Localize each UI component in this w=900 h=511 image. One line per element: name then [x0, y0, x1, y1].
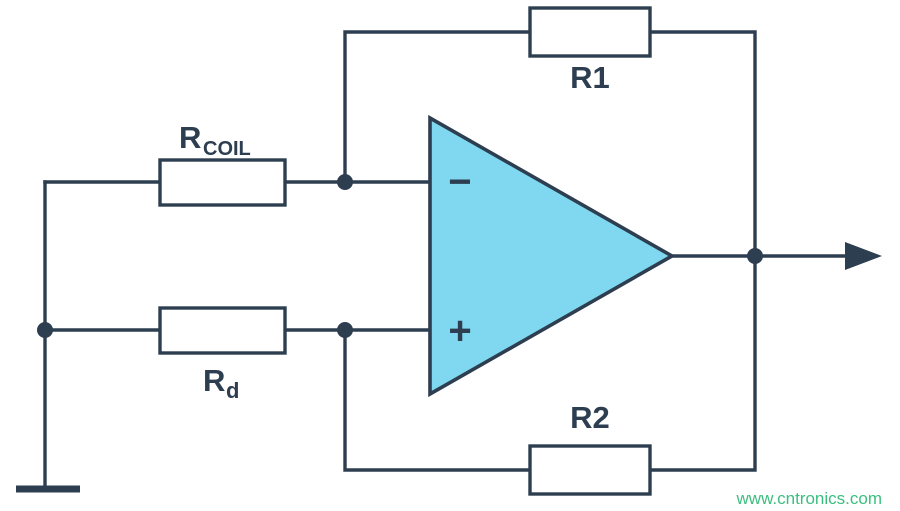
- resistor-rcoil-body: [158, 158, 287, 207]
- plus-symbol: +: [448, 309, 471, 353]
- label-rd-sub: d: [226, 378, 239, 403]
- wire-feedback-bottom-right: [648, 254, 757, 472]
- minus-symbol: −: [448, 160, 471, 204]
- label-rcoil-sub: COIL: [203, 138, 251, 160]
- resistor-r1-body: [528, 6, 652, 58]
- node-left-rail-junction: [37, 322, 53, 338]
- wire-feedback-top-right: [648, 30, 757, 258]
- node-noninverting-junction: [337, 322, 353, 338]
- watermark-text: www.cntronics.com: [736, 489, 882, 508]
- wire-feedback-bottom-left: [343, 328, 532, 472]
- label-rcoil-main: R: [179, 120, 201, 155]
- output-arrowhead-icon: [845, 242, 882, 270]
- resistor-r2-body: [528, 444, 652, 496]
- label-rd-main: R: [203, 363, 225, 398]
- label-r2: R2: [570, 400, 610, 435]
- resistor-rd-body: [158, 306, 287, 355]
- wire-feedback-top-left: [343, 30, 532, 184]
- node-inverting-junction: [337, 174, 353, 190]
- label-r1: R1: [570, 60, 610, 95]
- node-output-junction: [747, 248, 763, 264]
- opamp-triangle: [428, 114, 676, 398]
